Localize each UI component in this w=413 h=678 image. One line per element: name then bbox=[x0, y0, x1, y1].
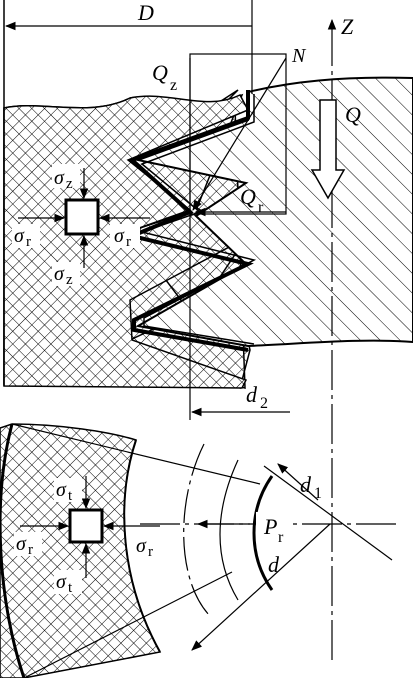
label-sigma-r-left-sub: r bbox=[26, 234, 31, 250]
label-D: D bbox=[137, 0, 154, 25]
label-bg bbox=[14, 532, 42, 556]
label-sigma-r-bl-sub: r bbox=[28, 542, 33, 558]
label-sigma-t-bottom-sub: t bbox=[68, 580, 73, 596]
sector-inner-arc bbox=[123, 439, 161, 653]
label-d1-sub: 1 bbox=[314, 485, 322, 502]
label-bg bbox=[54, 570, 82, 594]
radial-line-up bbox=[263, 465, 393, 561]
root-arc bbox=[219, 459, 239, 601]
label-Qz: Q bbox=[152, 60, 168, 85]
label-sigma-z-bottom: σ bbox=[54, 263, 65, 285]
label-bg bbox=[256, 512, 292, 540]
label-sigma-z-top: σ bbox=[54, 167, 65, 189]
label-sigma-z-top-sub: z bbox=[66, 176, 73, 192]
sector-outer-arc bbox=[0, 423, 26, 678]
label-d1: d bbox=[300, 472, 312, 497]
label-Z: Z bbox=[341, 14, 354, 39]
radial-line-d bbox=[191, 523, 331, 651]
label-bg bbox=[52, 262, 80, 286]
label-Qr-sub: r bbox=[258, 199, 264, 216]
label-sigma-t-top-sub: t bbox=[68, 488, 73, 504]
label-sigma-t-bottom: σ bbox=[56, 571, 67, 593]
label-Pr-sub: r bbox=[278, 529, 284, 546]
sector-bottom-edge bbox=[23, 571, 233, 678]
label-sigma-r-br: σ bbox=[136, 535, 147, 557]
label-sigma-z-bottom-sub: z bbox=[66, 272, 73, 288]
label-Q: Q bbox=[345, 102, 361, 127]
label-bg bbox=[54, 478, 82, 502]
label-d2-sub: 2 bbox=[260, 395, 268, 412]
Q-arrow bbox=[310, 99, 346, 200]
stress-element-bottom bbox=[68, 508, 104, 544]
label-bg bbox=[110, 224, 140, 248]
label-sigma-r-left: σ bbox=[14, 225, 25, 247]
d1-arrow bbox=[277, 463, 319, 501]
label-sigma-r-br-sub: r bbox=[148, 544, 153, 560]
label-d: d bbox=[268, 552, 280, 577]
thread-profile-inner bbox=[139, 94, 257, 345]
label-Qz-sub: z bbox=[170, 77, 177, 94]
label-Qr: Q bbox=[240, 184, 256, 209]
label-sigma-r-right: σ bbox=[114, 225, 125, 247]
label-bg bbox=[52, 164, 80, 188]
label-sigma-r-right-sub: r bbox=[126, 234, 131, 250]
label-sigma-r-bl: σ bbox=[16, 533, 27, 555]
label-d2: d bbox=[246, 382, 258, 407]
pitch-arc bbox=[183, 443, 211, 617]
minor-arc bbox=[252, 475, 274, 591]
sector-top-edge bbox=[11, 423, 261, 485]
label-sigma-t-top: σ bbox=[56, 479, 67, 501]
force-N-line bbox=[192, 57, 287, 211]
label-bg bbox=[12, 224, 40, 248]
stress-element-top bbox=[64, 198, 100, 236]
label-Pr: P bbox=[263, 514, 277, 539]
label-N: N bbox=[291, 45, 307, 67]
